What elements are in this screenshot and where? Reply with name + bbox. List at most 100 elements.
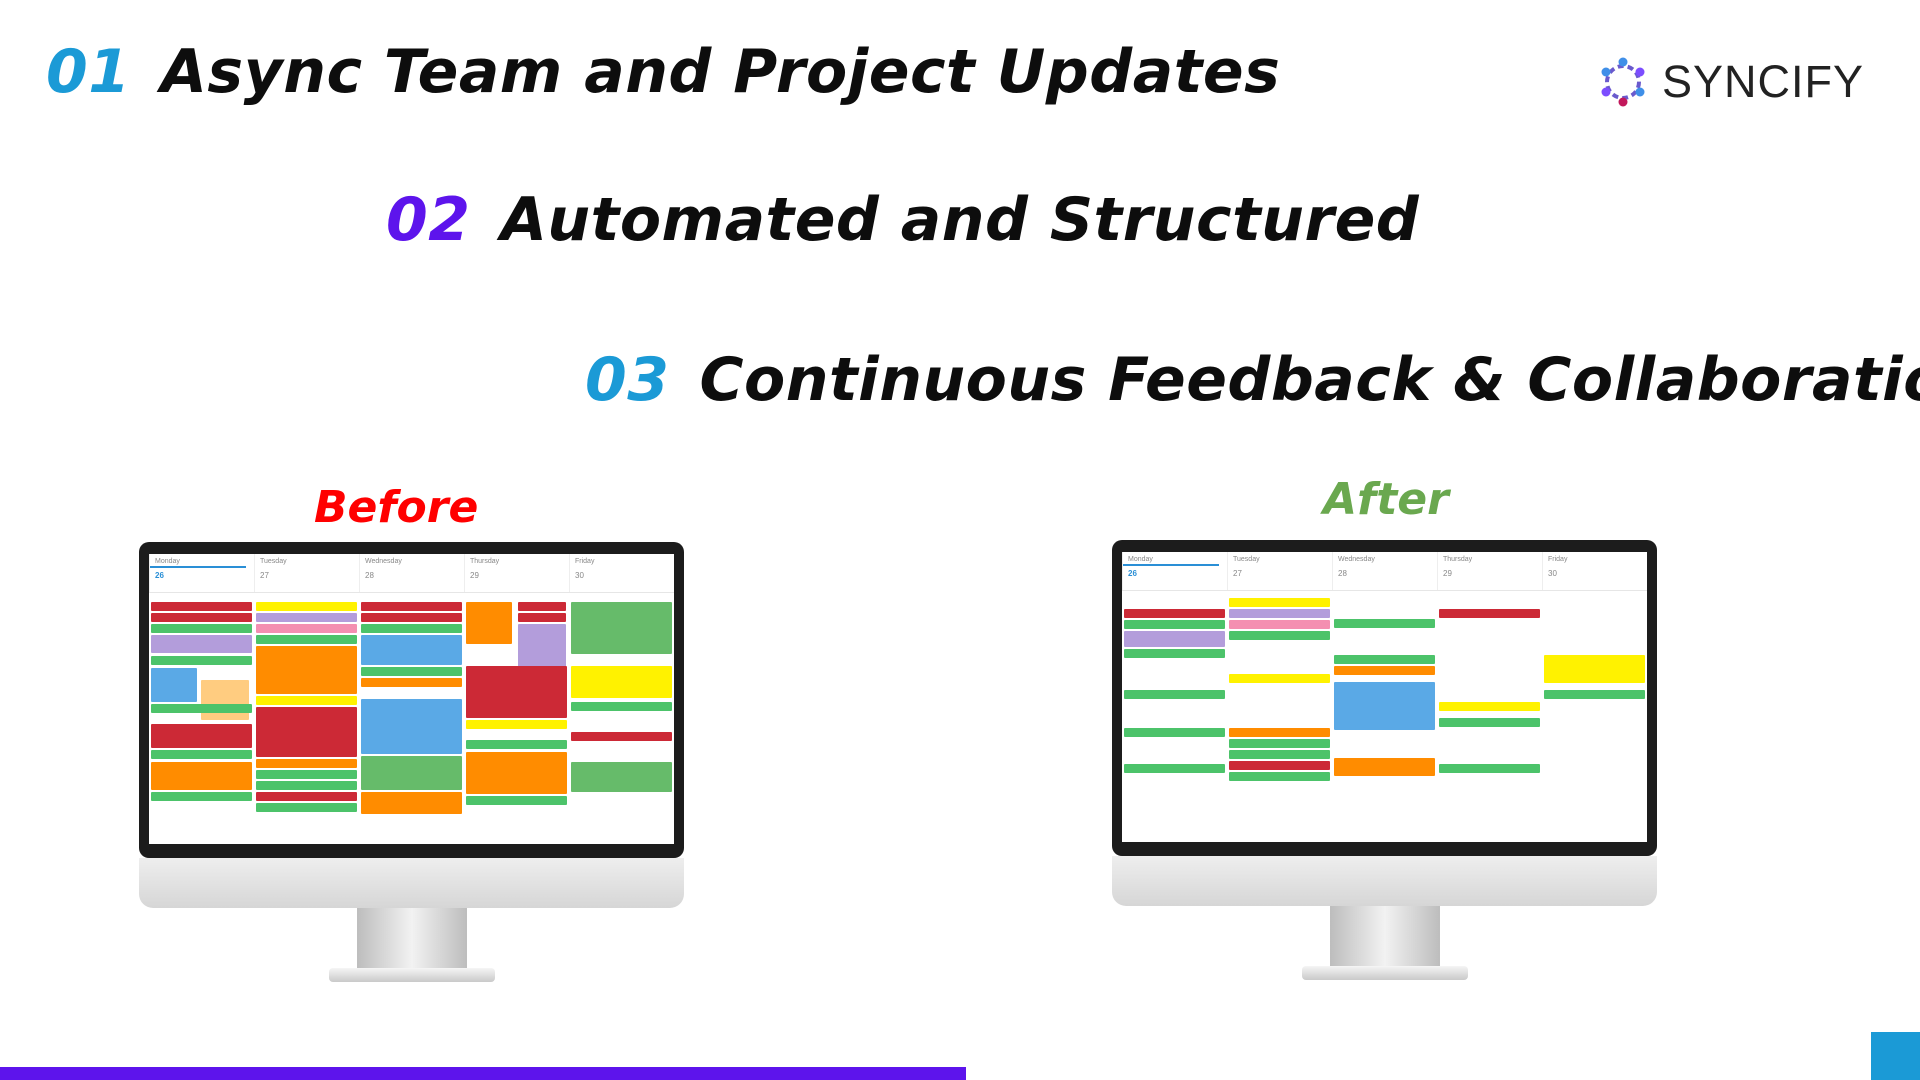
calendar-event-block [1124,609,1225,618]
calendar-event-block [256,803,357,812]
calendar-event-block [571,762,672,792]
corner-accent-block [1871,1032,1920,1080]
calendar-event-block [466,796,567,805]
calendar-event-block [1229,728,1330,737]
calendar-event-block [256,646,357,694]
calendar-event-block [1229,772,1330,781]
calendar-event-block [1124,764,1225,773]
calendar-event-block [256,624,357,633]
calendar-event-block [151,656,252,665]
bottom-accent-bar [0,1067,966,1080]
calendar-event-block [466,720,567,729]
calendar-event-block [1124,728,1225,737]
calendar-event-block [466,740,567,749]
logo-text: SYNCIFY [1662,56,1865,107]
heading-number: 03 [585,345,670,415]
calendar-event-block [256,696,357,705]
calendar-event-block [1124,620,1225,629]
calendar-event-block [361,613,462,622]
calendar-event-block [361,624,462,633]
calendar-event-block [256,602,357,611]
calendar-event-block [151,613,252,622]
calendar-event-block [1229,739,1330,748]
calendar-event-block [1229,598,1330,607]
calendar-event-block [518,602,566,611]
calendar-event-block [256,759,357,768]
calendar-event-block [1334,758,1435,776]
calendar-event-block [256,781,357,790]
calendar-event-block [1334,619,1435,628]
calendar-event-block [256,770,357,779]
calendar-event-block [466,602,512,644]
calendar-event-block [1439,702,1540,711]
calendar-event-block [518,613,566,622]
before-label: Before [314,482,479,533]
heading-number: 02 [386,185,471,255]
calendar-event-block [256,635,357,644]
calendar-event-block [1229,620,1330,629]
calendar-event-block [256,792,357,801]
calendar-event-block [1124,690,1225,699]
calendar-event-block [361,792,462,814]
calendar-event-block [1229,750,1330,759]
calendar-event-block [201,680,249,720]
after-label: After [1323,474,1449,525]
calendar-event-block [151,724,252,748]
calendar-event-block [1439,609,1540,618]
calendar-event-block [151,635,252,653]
calendar-event-block [571,666,672,698]
calendar-event-block [1544,690,1645,699]
calendar-event-block [151,624,252,633]
calendar-event-block [1229,631,1330,640]
monitor-base [1302,966,1468,980]
calendar-event-block [151,602,252,611]
calendar-event-block [1124,631,1225,647]
calendar-event-block [571,702,672,711]
calendar-event-block [571,732,672,741]
calendar-event-block [1334,655,1435,664]
calendar-event-block [1229,609,1330,618]
calendar-event-block [151,668,197,702]
calendar-event-block [1439,764,1540,773]
calendar-event-block [518,624,566,669]
calendar-event-block [151,762,252,790]
calendar-event-block [361,678,462,687]
calendar-event-block [1229,761,1330,770]
monitor-stand [1330,906,1440,968]
syncify-logo-icon [1601,57,1645,107]
calendar-event-block [361,756,462,790]
heading-text: Continuous Feedback & Collaboration [699,345,1920,415]
calendar-event-block [256,613,357,622]
monitor-chin [1112,856,1657,906]
calendar-event-block [1544,655,1645,683]
calendar-event-block [256,707,357,757]
calendar-event-block [1334,682,1435,730]
calendar-event-block [151,750,252,759]
heading-number: 01 [46,37,131,107]
calendar-event-block [1124,649,1225,658]
calendar-event-block [466,752,567,794]
monitor-stand [357,908,467,970]
calendar-event-block [151,792,252,801]
heading-text: Async Team and Project Updates [160,37,1281,107]
calendar-event-block [1229,674,1330,683]
monitor-chin [139,858,684,908]
